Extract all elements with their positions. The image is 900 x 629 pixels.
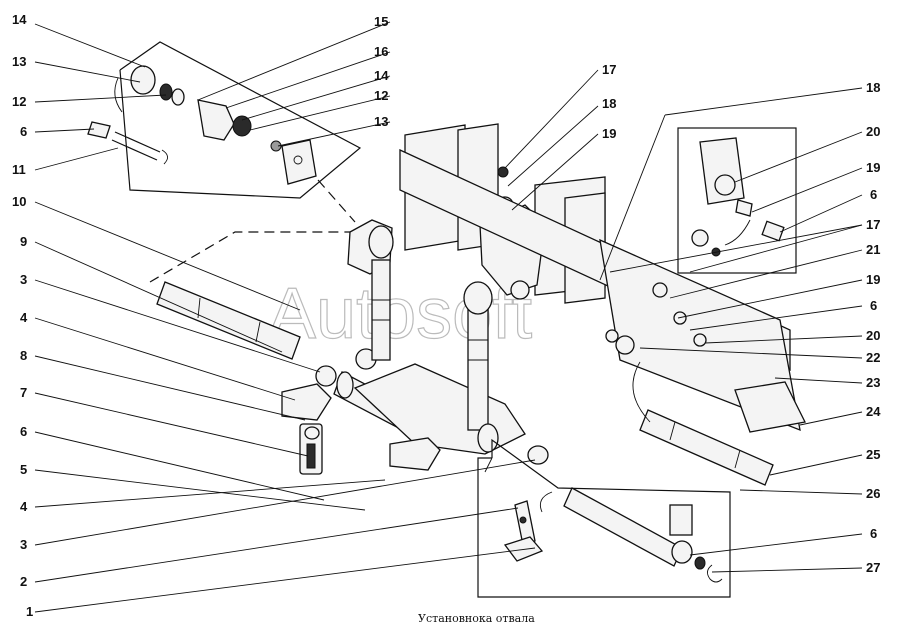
callout-22: 22 (866, 350, 880, 365)
callout-25: 25 (866, 447, 880, 462)
callouts-right: 18 20 19 6 17 21 19 6 20 22 23 24 25 26 … (866, 80, 881, 575)
central-frame (281, 348, 549, 475)
callouts-mid: 17 18 19 (602, 62, 616, 141)
callout-14b: 14 (374, 68, 389, 83)
callout-8: 8 (20, 348, 27, 363)
callout-14: 14 (12, 12, 27, 27)
callout-2: 2 (20, 574, 27, 589)
callout-27: 27 (866, 560, 880, 575)
callout-17b: 17 (866, 217, 880, 232)
right-leaders (599, 87, 863, 573)
callout-10: 10 (12, 194, 26, 209)
callout-15: 15 (374, 14, 388, 29)
left-strut (347, 219, 394, 361)
callout-13b: 13 (374, 114, 388, 129)
callout-17: 17 (602, 62, 616, 77)
callout-21: 21 (866, 242, 880, 257)
left-push-rod (156, 281, 301, 360)
callout-26: 26 (866, 486, 880, 501)
callout-4: 4 (20, 310, 28, 325)
callout-20: 20 (866, 124, 880, 139)
callout-11: 11 (12, 162, 26, 177)
callout-5: 5 (20, 462, 27, 477)
right-push-rod (632, 361, 774, 486)
center-strut (463, 281, 499, 453)
upper-leaders (197, 21, 599, 211)
callout-6b: 6 (20, 424, 27, 439)
callout-6e: 6 (870, 526, 877, 541)
callout-1: 1 (26, 604, 33, 619)
callout-4b: 4 (20, 499, 28, 514)
upper-left-detail-inset (87, 41, 362, 199)
callout-7: 7 (20, 385, 27, 400)
callout-18: 18 (602, 96, 616, 111)
callout-20b: 20 (866, 328, 880, 343)
figure-caption: Установнока отвала (418, 612, 535, 625)
callout-24: 24 (866, 404, 881, 419)
callout-18b: 18 (866, 80, 880, 95)
callout-6c: 6 (870, 187, 877, 202)
left-leaders (34, 23, 536, 613)
callout-16: 16 (374, 44, 388, 59)
watermark-text: Autosoft (268, 274, 532, 354)
callout-12b: 12 (374, 88, 388, 103)
callout-3b: 3 (20, 537, 27, 552)
bottom-detail-inset (477, 438, 731, 598)
callout-6d: 6 (870, 298, 877, 313)
callout-6: 6 (20, 124, 27, 139)
callout-19: 19 (602, 126, 616, 141)
callout-12: 12 (12, 94, 26, 109)
callout-13: 13 (12, 54, 26, 69)
callout-19c: 19 (866, 272, 880, 287)
callout-3: 3 (20, 272, 27, 287)
callout-19b: 19 (866, 160, 880, 175)
right-detail-inset (677, 127, 797, 274)
callouts-left: 14 13 12 6 11 10 9 3 4 8 7 6 5 4 3 2 1 (12, 12, 33, 619)
callout-23: 23 (866, 375, 880, 390)
callout-9: 9 (20, 234, 27, 249)
callouts-upper: 15 16 14 12 13 (374, 14, 389, 129)
